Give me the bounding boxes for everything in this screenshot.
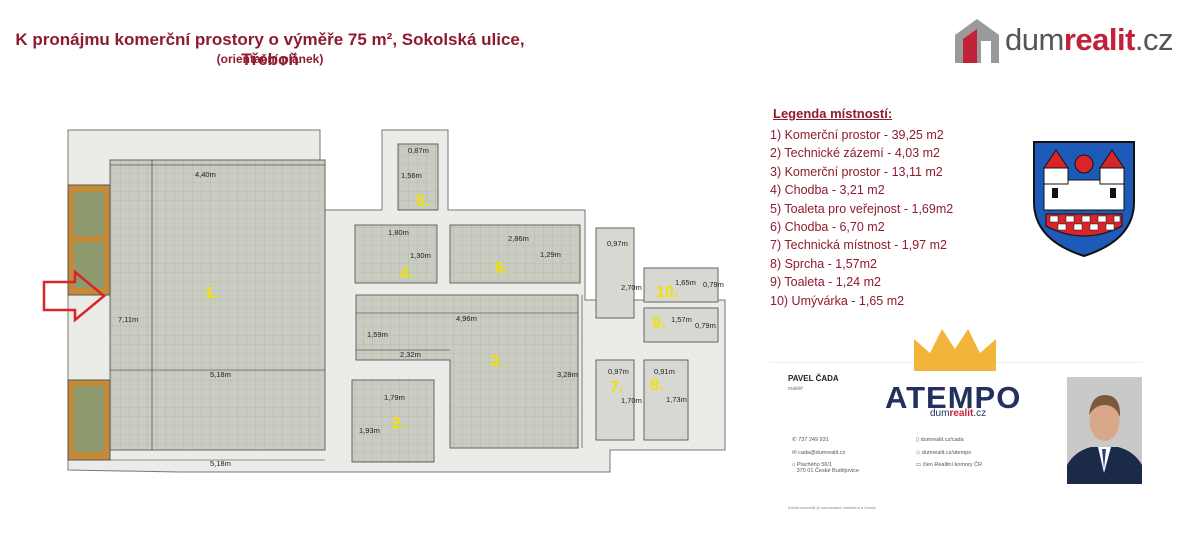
dimension-label: 0,87m [408, 146, 429, 155]
house-logo-icon [955, 19, 999, 63]
agent-web-link[interactable]: ▯ dumrealit.cz/cada [916, 437, 964, 443]
agent-card: PAVEL ČADA makléř ATEMPO dumrealit.cz ✆ … [770, 329, 1142, 521]
dimension-label: 2,32m [400, 350, 421, 359]
membership-text: ▭ člen Realitní komory ČR [916, 462, 983, 468]
dimension-label: 4,96m [456, 314, 477, 323]
room-number: 10. [656, 284, 678, 301]
room-number: 9. [652, 315, 665, 332]
dimension-label: 1,57m [671, 315, 692, 324]
room-number: 1. [205, 285, 218, 302]
legend-item: 3) Komerční prostor - 13,11 m2 [770, 164, 943, 179]
page-title: K pronájmu komerční prostory o výměře 75… [15, 30, 525, 69]
dimension-label: 0,97m [608, 367, 629, 376]
dimension-label: 1,70m [621, 396, 642, 405]
dimension-label: 4,40m [195, 170, 216, 179]
agent-portrait-icon [1067, 377, 1142, 484]
dimension-label: 5,18m [210, 370, 231, 379]
dimension-label: 1,80m [388, 228, 409, 237]
company-subtitle: dumrealit.cz [930, 408, 987, 419]
room-number: 5. [416, 193, 429, 210]
legend-item: 7) Technická místnost - 1,97 m2 [770, 238, 947, 253]
agent-role: makléř [788, 386, 804, 392]
agent-address: ⌂ Plachého 56/1 370 01 České Budějovice [792, 462, 859, 474]
agent-name: PAVEL ČADA [788, 374, 839, 383]
room-legend: 1) Komerční prostor - 39,25 m2 2) Techni… [770, 126, 953, 310]
footnote: Každá kancelář je samostatně vlastněna a… [788, 505, 877, 510]
legend-item: 9) Toaleta - 1,24 m2 [770, 275, 881, 290]
dumrealit-logo: dumrealit.cz [955, 15, 1174, 65]
dimension-label: 1,56m [401, 171, 422, 180]
company-web-link[interactable]: ◇ dumrealit.cz/atempo [916, 450, 972, 456]
dimension-label: 0,97m [607, 239, 628, 248]
dimension-label: 7,11m [118, 315, 138, 324]
legend-item: 2) Technické zázemí - 4,03 m2 [770, 146, 940, 161]
dimension-label: 1,93m [359, 426, 380, 435]
dimension-label: 1,59m [367, 330, 388, 339]
dimension-label: 1,29m [540, 250, 561, 259]
dimension-label: 3,28m [557, 370, 578, 379]
legend-title: Legenda místností: [773, 106, 893, 121]
dimension-label: 1,79m [384, 393, 405, 402]
agent-photo [1067, 377, 1142, 484]
dimension-label: 5,18m [210, 459, 231, 468]
legend-item: 4) Chodba - 3,21 m2 [770, 183, 885, 198]
room-number: 4. [400, 265, 413, 282]
coat-of-arms-icon [1033, 141, 1135, 258]
room-number: 7. [610, 379, 623, 396]
room-number: 3. [490, 353, 503, 370]
legend-item: 6) Chodba - 6,70 m2 [770, 220, 885, 235]
agent-email[interactable]: ✉ cada@dumrealit.cz [792, 450, 846, 456]
company-name: ATEMPO [885, 380, 1022, 415]
legend-item: 8) Sprcha - 1,57m2 [770, 256, 877, 271]
dimension-label: 1,73m [666, 395, 687, 404]
room-number: 8. [650, 377, 663, 394]
dimension-label: 0,79m [703, 280, 724, 289]
legend-item: 10) Umývárka - 1,65 m2 [770, 293, 905, 308]
dimension-label: 0,91m [654, 367, 675, 376]
dimension-label: 1,30m [410, 251, 431, 260]
page-subtitle: (orientační plánek) [216, 52, 324, 66]
room-number: 6. [495, 260, 508, 277]
dimension-label: 2,86m [508, 234, 529, 243]
floor-plan: 1. 2. 3. 4. 5. 6. 7. 8. 9. 10. 4,40m 7,1… [42, 129, 726, 473]
dimension-label: 0,79m [695, 321, 716, 330]
agent-phone[interactable]: ✆ 737 249 931 [792, 437, 829, 443]
room-number: 2. [392, 415, 405, 432]
crown-icon [914, 329, 996, 371]
dimension-label: 2,70m [621, 283, 642, 292]
legend-item: 5) Toaleta pro veřejnost - 1,69m2 [770, 201, 954, 216]
dimension-label: 1,65m [675, 278, 696, 287]
entrance-arrow-icon [42, 269, 106, 323]
legend-item: 1) Komerční prostor - 39,25 m2 [770, 128, 944, 142]
